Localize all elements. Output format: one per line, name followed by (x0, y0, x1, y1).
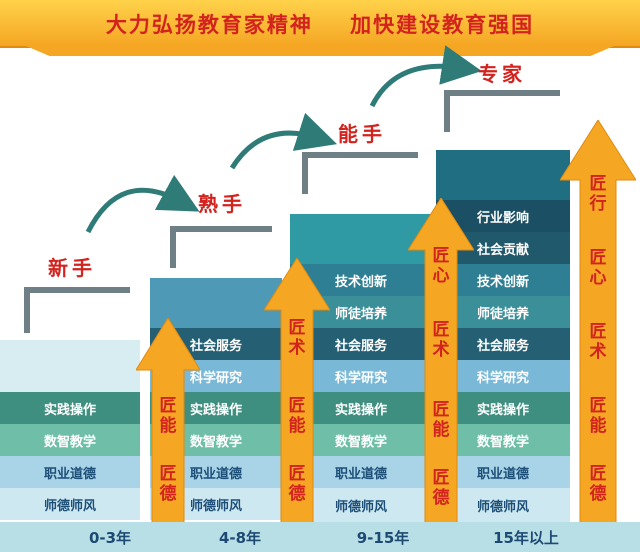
age-label: 9-15年 (356, 529, 410, 547)
block-top (436, 150, 570, 200)
arrow-label: 匠术 (589, 322, 607, 362)
arrow-label: 匠能 (288, 396, 306, 436)
block-item: 职业道德 (0, 456, 140, 488)
block-item: 技术创新 (436, 264, 570, 296)
timeline-base (0, 522, 640, 552)
block-item: 数智教学 (436, 424, 570, 456)
block-item: 数智教学 (290, 424, 432, 456)
block-item: 实践操作 (0, 392, 140, 424)
age-label: 15年以上 (493, 529, 559, 547)
block-item: 职业道德 (290, 456, 432, 488)
block-top (150, 278, 282, 328)
stair-step-4 (444, 90, 560, 132)
block-item: 实践操作 (290, 392, 432, 424)
block-item: 社会服务 (290, 328, 432, 360)
block-item: 科学研究 (290, 360, 432, 392)
arrow-label: 匠德 (589, 464, 607, 504)
stair-step-3 (302, 152, 418, 194)
stage-label-expert-hand: 能手 (338, 122, 386, 146)
arrow-label: 匠术 (288, 318, 306, 358)
block-item: 师徒培养 (436, 296, 570, 328)
page-title: 大力弘扬教育家精神 加快建设教育强国 (105, 13, 535, 37)
stage-block-3: 技术创新 师徒培养 社会服务 科学研究 实践操作 数智教学 职业道德 师德师风 (290, 214, 432, 522)
growth-arrow-1: 匠能 匠德 (136, 318, 200, 524)
arrow-label: 匠术 (432, 320, 450, 360)
block-item: 社会服务 (436, 328, 570, 360)
growth-arrow-2: 匠术 匠能 匠德 (264, 258, 330, 524)
arrow-label: 匠能 (159, 396, 177, 436)
stage-label-expert: 专家 (478, 62, 526, 86)
title-banner (0, 0, 640, 48)
block-top (0, 340, 140, 392)
arrow-label: 匠德 (159, 464, 177, 504)
stage-label-skilled: 熟手 (198, 192, 246, 216)
growth-arrow-3: 匠心 匠术 匠能 匠德 (408, 198, 474, 524)
arrow-label: 匠德 (432, 468, 450, 508)
block-item: 师德师风 (0, 488, 140, 520)
block-item: 数智教学 (0, 424, 140, 456)
arrow-label: 匠行 (589, 174, 607, 214)
block-top (290, 214, 432, 264)
age-label: 4-8年 (218, 529, 262, 547)
block-item: 职业道德 (436, 456, 570, 488)
stage-label-novice: 新手 (48, 256, 96, 280)
arrow-label: 匠德 (288, 464, 306, 504)
arrow-label: 匠能 (432, 400, 450, 440)
stair-step-1 (24, 287, 130, 333)
arrow-label: 匠能 (589, 396, 607, 436)
block-item: 实践操作 (436, 392, 570, 424)
block-item: 师德师风 (436, 488, 570, 522)
arrow-label: 匠心 (589, 248, 607, 288)
arrow-label: 匠心 (432, 246, 450, 286)
growth-arrow-4: 匠行 匠心 匠术 匠能 匠德 (560, 120, 636, 524)
stair-step-2 (170, 226, 272, 268)
block-item: 师德师风 (290, 488, 432, 522)
age-label: 0-3年 (88, 529, 132, 547)
block-item: 科学研究 (436, 360, 570, 392)
stage-block-1: 实践操作 数智教学 职业道德 师德师风 (0, 340, 140, 522)
